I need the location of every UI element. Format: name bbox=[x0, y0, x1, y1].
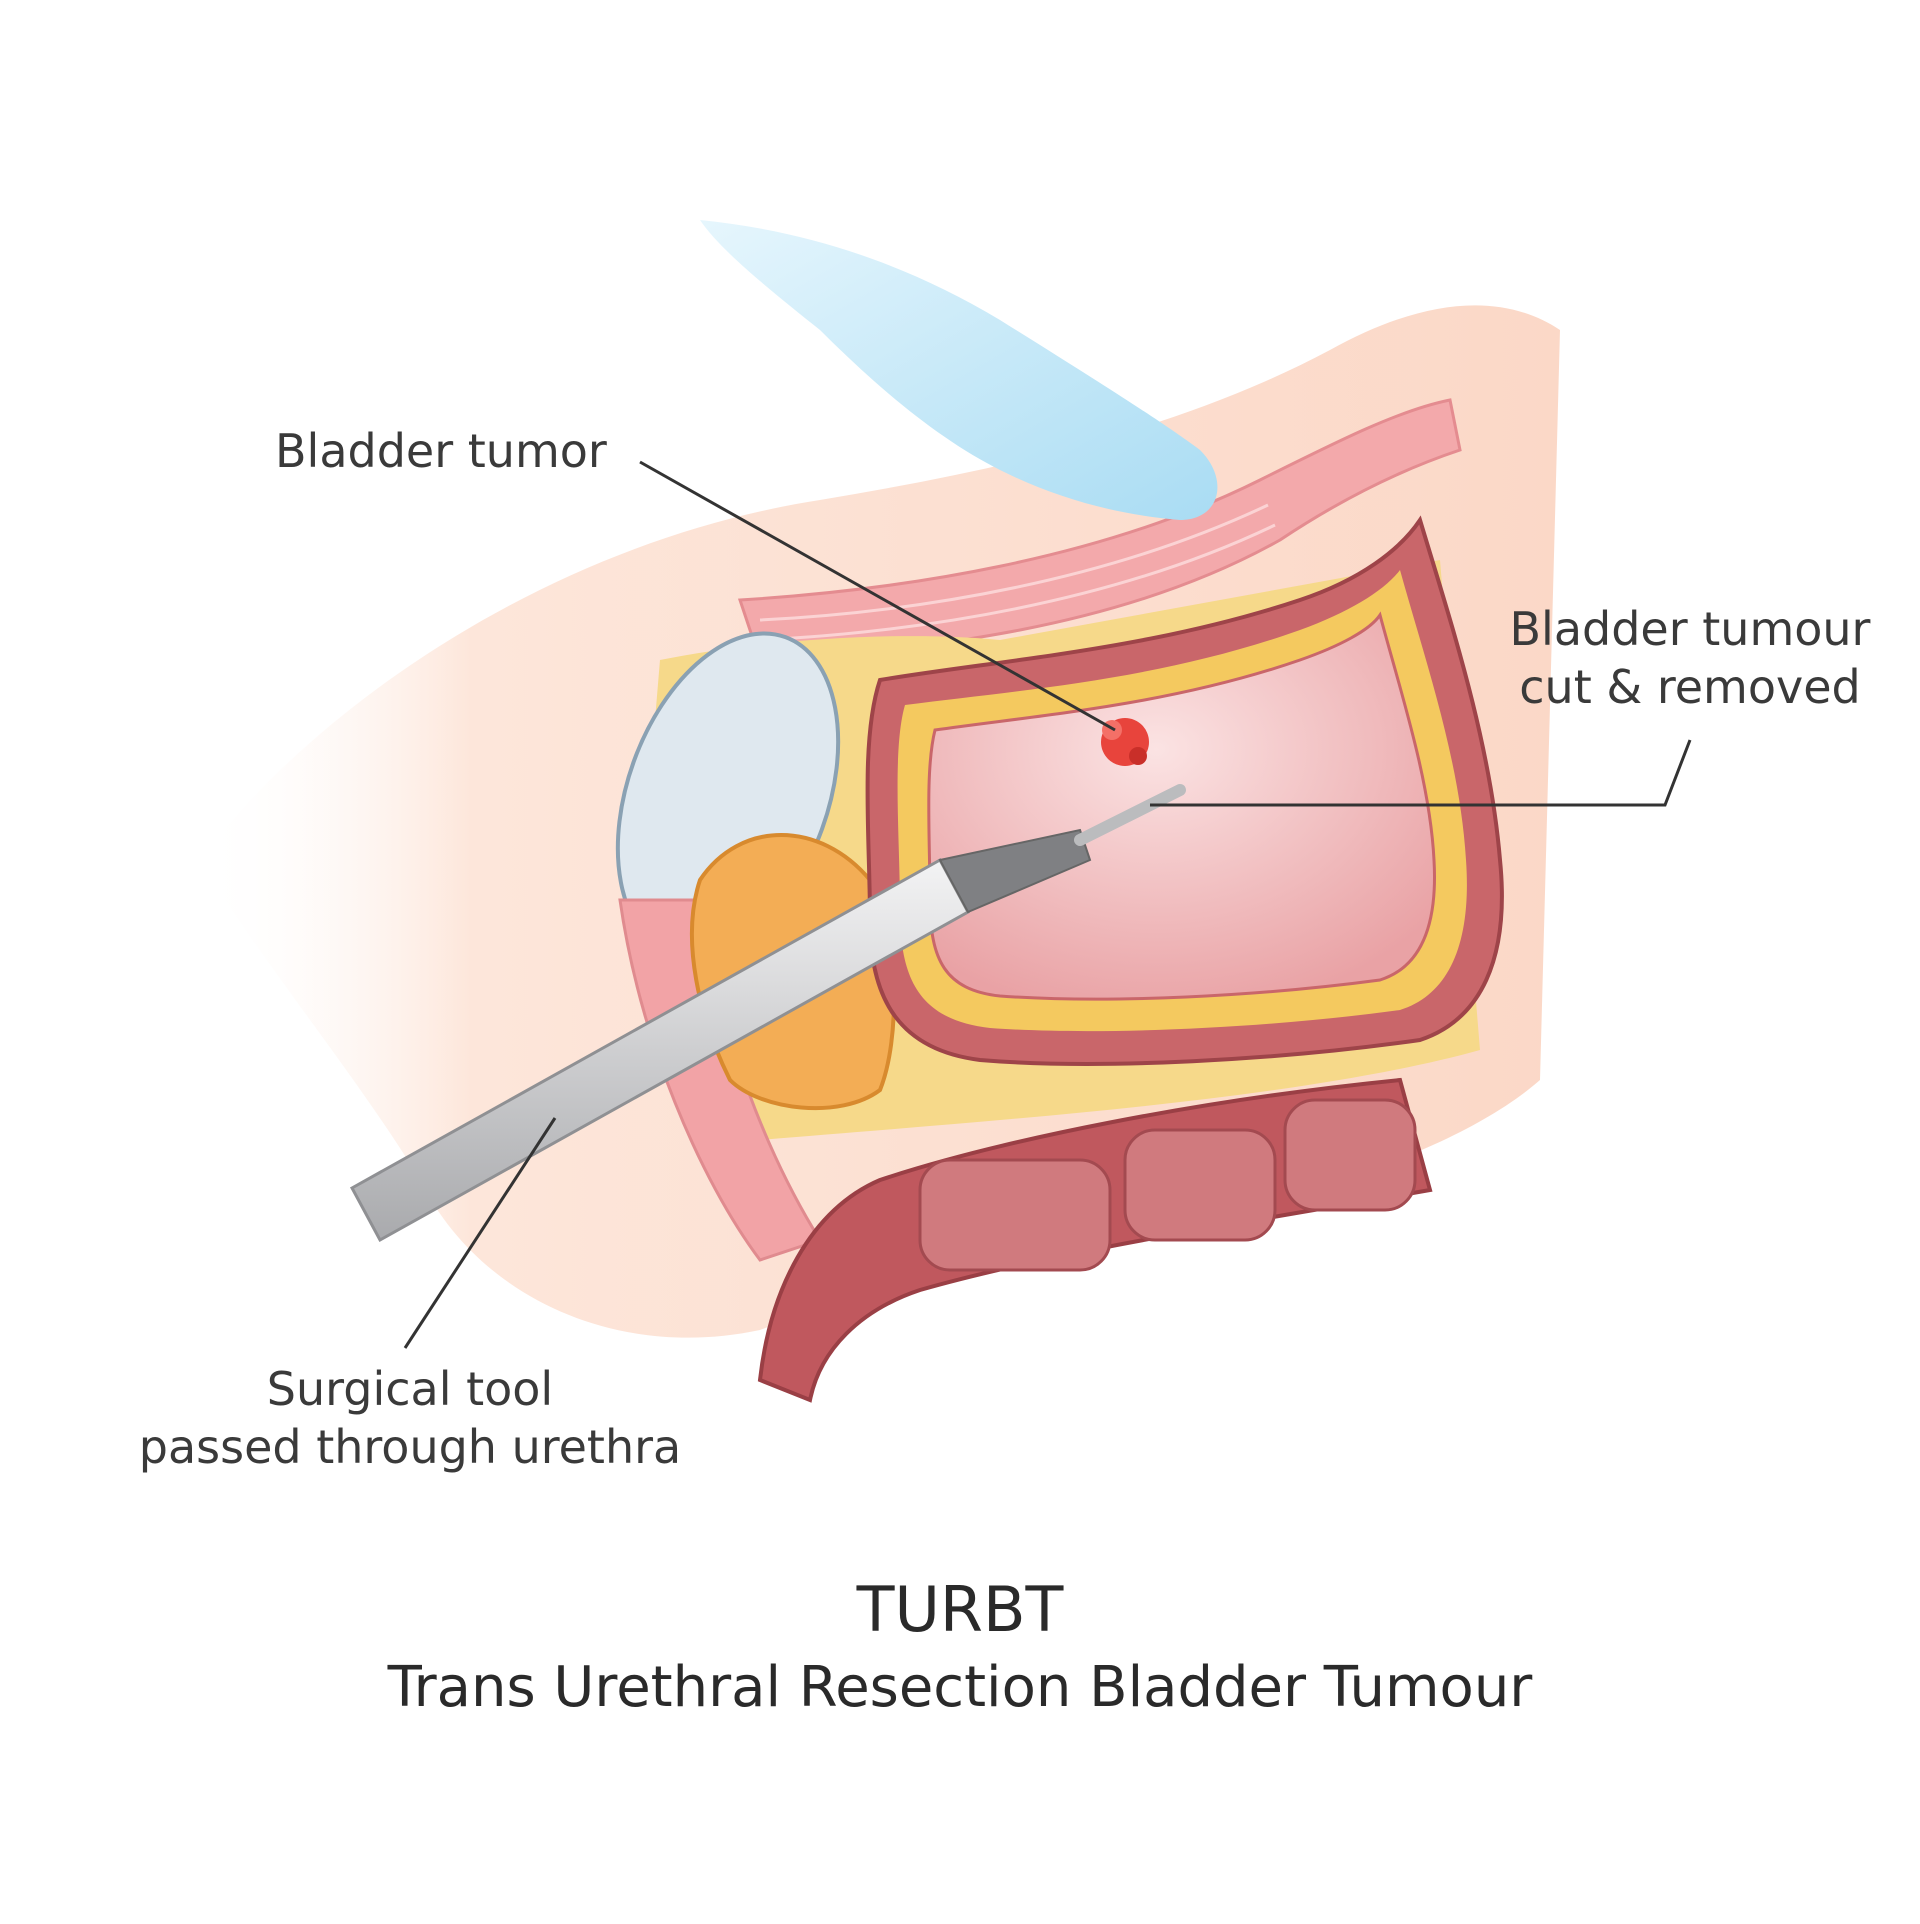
glove-hand bbox=[700, 220, 1218, 520]
bladder-cavity bbox=[927, 611, 1436, 1001]
caption-subtitle: Trans Urethral Resection Bladder Tumour bbox=[387, 1655, 1533, 1720]
rectum-fold-3 bbox=[1283, 1098, 1417, 1212]
label-surgical-tool-line2: passed through urethra bbox=[138, 1420, 682, 1474]
label-bladder-tumor: Bladder tumor bbox=[275, 424, 607, 478]
label-tumour-removed-line2: cut & removed bbox=[1519, 660, 1861, 714]
surgical-tool-wire bbox=[1074, 784, 1186, 846]
label-tumour-removed-line1: Bladder tumour bbox=[1509, 602, 1871, 656]
leader-tumour-removed bbox=[1150, 739, 1692, 807]
leader-bladder-tumor bbox=[639, 460, 1116, 732]
rectum-fold-1 bbox=[918, 1158, 1112, 1272]
label-surgical-tool-line1: Surgical tool bbox=[266, 1362, 554, 1416]
rectum-fold-2 bbox=[1123, 1128, 1277, 1242]
label-tumour-removed: Bladder tumour cut & removed bbox=[1490, 600, 1890, 716]
muscle-striation bbox=[759, 503, 1276, 642]
abdominal-muscle bbox=[737, 398, 1462, 662]
label-surgical-tool: Surgical tool passed through urethra bbox=[120, 1360, 700, 1476]
surgical-tool-tip bbox=[938, 828, 1092, 914]
diagram-caption: TURBT Trans Urethral Resection Bladder T… bbox=[0, 1570, 1920, 1726]
leader-surgical-tool bbox=[403, 1117, 557, 1349]
caption-title: TURBT bbox=[856, 1573, 1064, 1646]
